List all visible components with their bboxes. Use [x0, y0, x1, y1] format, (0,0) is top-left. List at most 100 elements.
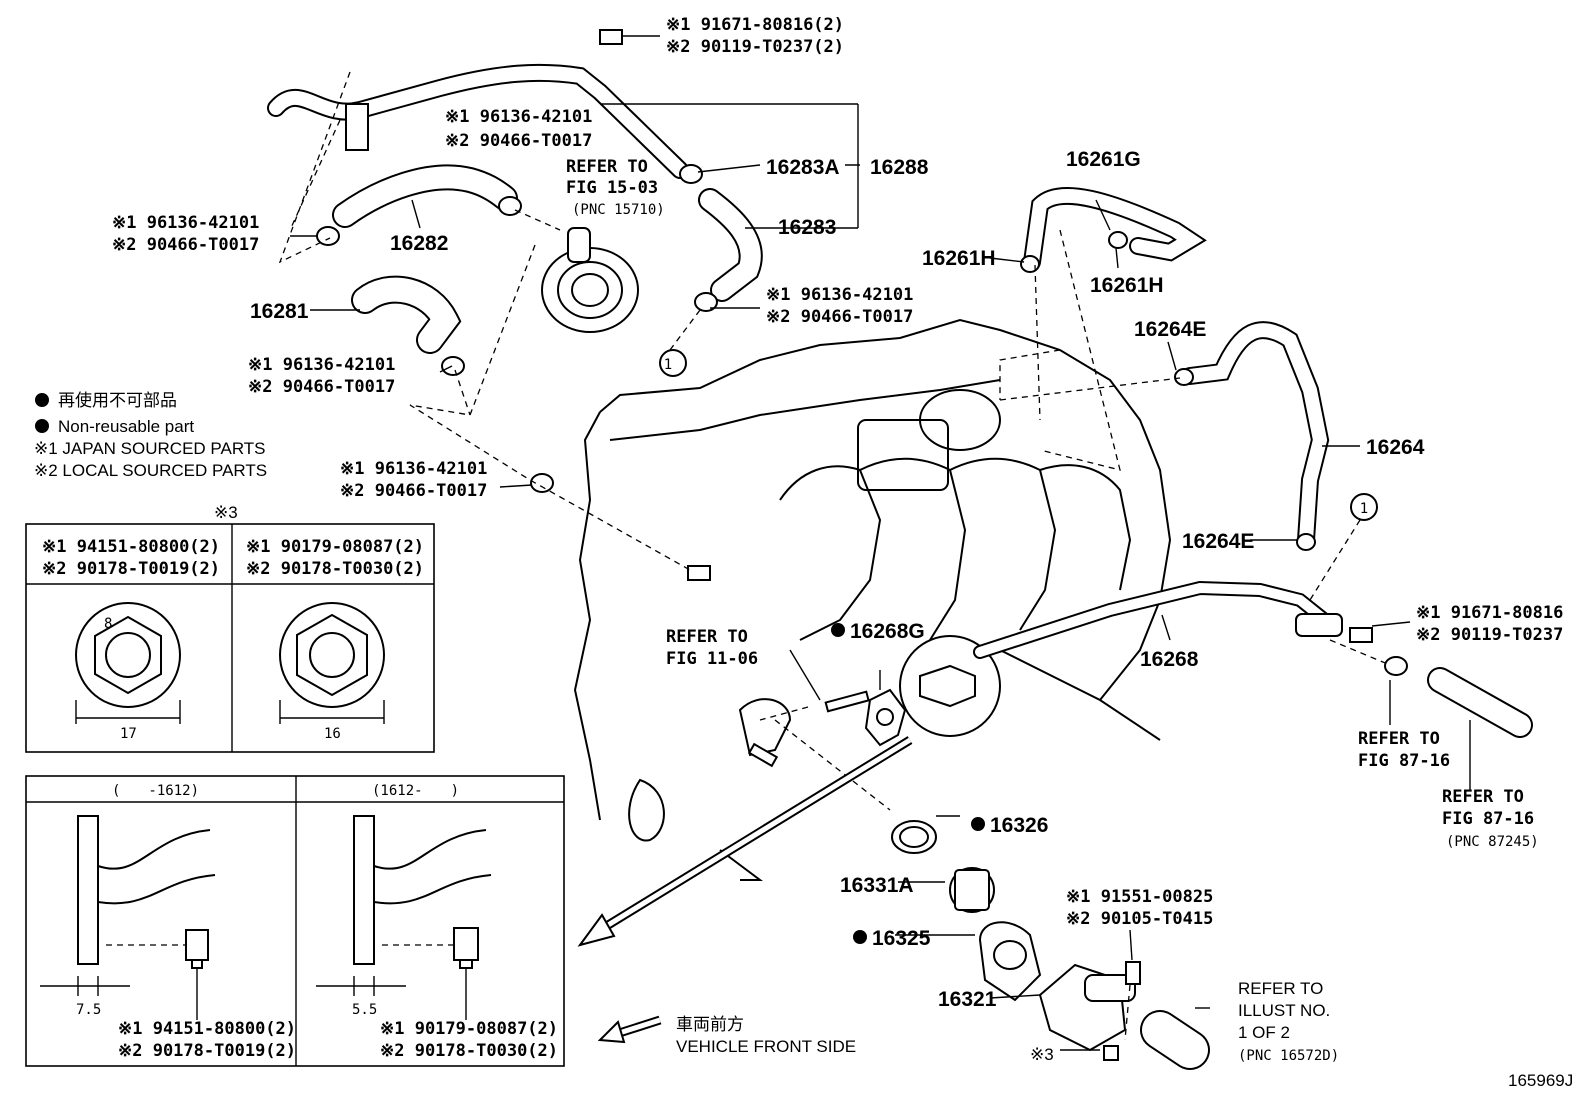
note-clamp-e-1: ※1 96136-42101	[340, 459, 487, 479]
hose-16281	[351, 275, 462, 354]
box3-dim-right: 16	[324, 726, 341, 742]
vehicle-front-label: 車両前方 VEHICLE FRONT SIDE	[676, 1015, 856, 1056]
ref-fig1503-1: REFER TO	[566, 157, 648, 177]
label-16331A: 16331A	[840, 874, 914, 897]
dashed-lines	[278, 71, 1391, 1041]
label-16283A: 16283A	[766, 156, 840, 179]
circle-1a-label: 1	[664, 357, 672, 373]
label-16264: 16264	[1366, 436, 1425, 459]
ref-illust-1: REFER TO	[1238, 979, 1323, 998]
non-reusable-dot-16326	[971, 817, 985, 831]
ref-fig1503-2: FIG 15-03	[566, 178, 658, 198]
note-bolt-top-1: ※1 91671-80816(2)	[666, 15, 844, 35]
dates-left-1: ※1 94151-80800(2)	[118, 1019, 296, 1039]
dates-left-2: ※2 90178-T0019(2)	[118, 1041, 296, 1061]
hose-16288	[267, 63, 689, 179]
stud-bolt	[824, 690, 870, 713]
hose-16283	[698, 188, 763, 302]
label-16283: 16283	[778, 216, 836, 239]
label-16282: 16282	[390, 232, 448, 255]
ref-fig8716b-1: REFER TO	[1442, 787, 1524, 807]
dates-right-1: ※1 90179-08087(2)	[380, 1019, 558, 1039]
legend-japan: ※1 JAPAN SOURCED PARTS	[34, 439, 266, 458]
gasket-16268G	[864, 688, 907, 747]
note-bolt-16321-1: ※1 91551-00825	[1066, 887, 1213, 907]
box3-right-2: ※2 90178-T0030(2)	[246, 559, 424, 579]
box3-left-1: ※1 94151-80800(2)	[42, 537, 220, 557]
label-16268G: 16268G	[850, 620, 925, 643]
note-bolt-16321-2: ※2 90105-T0415	[1066, 909, 1213, 929]
box3-left-2: ※2 90178-T0019(2)	[42, 559, 220, 579]
note3-small-label: ※3	[1030, 1045, 1054, 1064]
leader-lines	[290, 35, 1471, 1051]
note-clamp-c-2: ※2 90466-T0017	[766, 307, 913, 327]
note-clamp-b-1: ※1 96136-42101	[445, 107, 592, 127]
dates-right-title: (1612- )	[372, 783, 459, 799]
label-16261H-b: 16261H	[1090, 274, 1164, 297]
legend-non-reusable-en: Non-reusable part	[58, 417, 194, 436]
hose-16282	[332, 164, 518, 228]
note-clamp-b-2: ※2 90466-T0017	[445, 131, 592, 151]
ref-fig8716b-3: (PNC 87245)	[1446, 834, 1539, 850]
ref-fig1106-2: FIG 11-06	[666, 649, 758, 669]
label-16268: 16268	[1140, 648, 1199, 671]
non-reusable-dot-16325	[853, 930, 867, 944]
circle-1b-label: 1	[1360, 501, 1368, 517]
gasket-16325	[978, 921, 1042, 1002]
note-bolt-top-2: ※2 90119-T0237(2)	[666, 37, 844, 57]
circle-markers	[659, 349, 1378, 521]
note-clamp-d-2: ※2 90466-T0017	[248, 377, 395, 397]
ref-fig8716a-2: FIG 87-16	[1358, 751, 1450, 771]
front-arrow	[577, 736, 913, 1044]
ref-illust-2: ILLUST NO.	[1238, 1001, 1330, 1020]
label-16321: 16321	[938, 988, 997, 1011]
note-clamp-e-2: ※2 90466-T0017	[340, 481, 487, 501]
outlet-flange	[738, 698, 792, 768]
clamp-icons	[316, 164, 1408, 676]
box3-size-8: 8	[104, 616, 112, 632]
pipe-16268	[973, 580, 1343, 659]
note-clamp-a-1: ※1 96136-42101	[112, 213, 259, 233]
water-inlet-16321	[1038, 963, 1136, 1052]
label-16264E-b: 16264E	[1182, 530, 1254, 553]
ref-fig1106-1: REFER TO	[666, 627, 748, 647]
note-clamp-d-1: ※1 96136-42101	[248, 355, 395, 375]
box3-right-1: ※1 90179-08087(2)	[246, 537, 424, 557]
ref-fig8716b-2: FIG 87-16	[1442, 809, 1534, 829]
label-16325: 16325	[872, 927, 931, 950]
legend-non-reusable-jp: 再使用不可部品	[58, 390, 177, 410]
legend: 再使用不可部品 Non-reusable part ※1 JAPAN SOURC…	[34, 390, 267, 480]
front-en: VEHICLE FRONT SIDE	[676, 1037, 856, 1056]
label-16264E-a: 16264E	[1134, 318, 1206, 341]
part-labels: ※1 91671-80816(2) ※2 90119-T0237(2) ※1 9…	[112, 15, 1563, 1064]
box3-dim-left: 17	[120, 726, 137, 742]
label-16288: 16288	[870, 156, 929, 179]
dates-dim-left: 7.5	[76, 1002, 101, 1018]
note-clamp-a-2: ※2 90466-T0017	[112, 235, 259, 255]
box3-title: ※3	[214, 503, 238, 522]
label-16261G: 16261G	[1066, 148, 1141, 171]
dates-left-title: ( -1612)	[112, 783, 199, 799]
box-note3: ※3 ※1 94151-80800(2) ※2 90178-T0019(2) ※…	[25, 503, 435, 753]
bolt-icons	[599, 29, 1373, 1061]
hose-16261G	[1023, 186, 1207, 271]
engine-block-outline	[573, 318, 1172, 881]
hose-illust	[1140, 1010, 1210, 1070]
hose-16264	[1181, 321, 1330, 549]
legend-dot-jp	[35, 393, 49, 407]
non-reusable-dot-16268G	[831, 623, 845, 637]
box-dates: ( -1612) (1612- ) 7.5 ※1 94151-80800(2) …	[25, 775, 565, 1067]
oil-cooler	[541, 227, 639, 333]
drawing-id: 165969J	[1508, 1071, 1573, 1090]
label-16281: 16281	[250, 300, 309, 323]
note-bolt-right-2: ※2 90119-T0237	[1416, 625, 1563, 645]
note-bolt-right-1: ※1 91671-80816	[1416, 603, 1563, 623]
thermostat-16331A	[949, 867, 995, 913]
ref-illust-4: (PNC 16572D)	[1238, 1048, 1339, 1064]
ref-fig1503-3: (PNC 15710)	[572, 202, 665, 218]
label-16326: 16326	[990, 814, 1048, 837]
dates-dim-right: 5.5	[352, 1002, 377, 1018]
hose-fig8716b	[1427, 667, 1533, 738]
